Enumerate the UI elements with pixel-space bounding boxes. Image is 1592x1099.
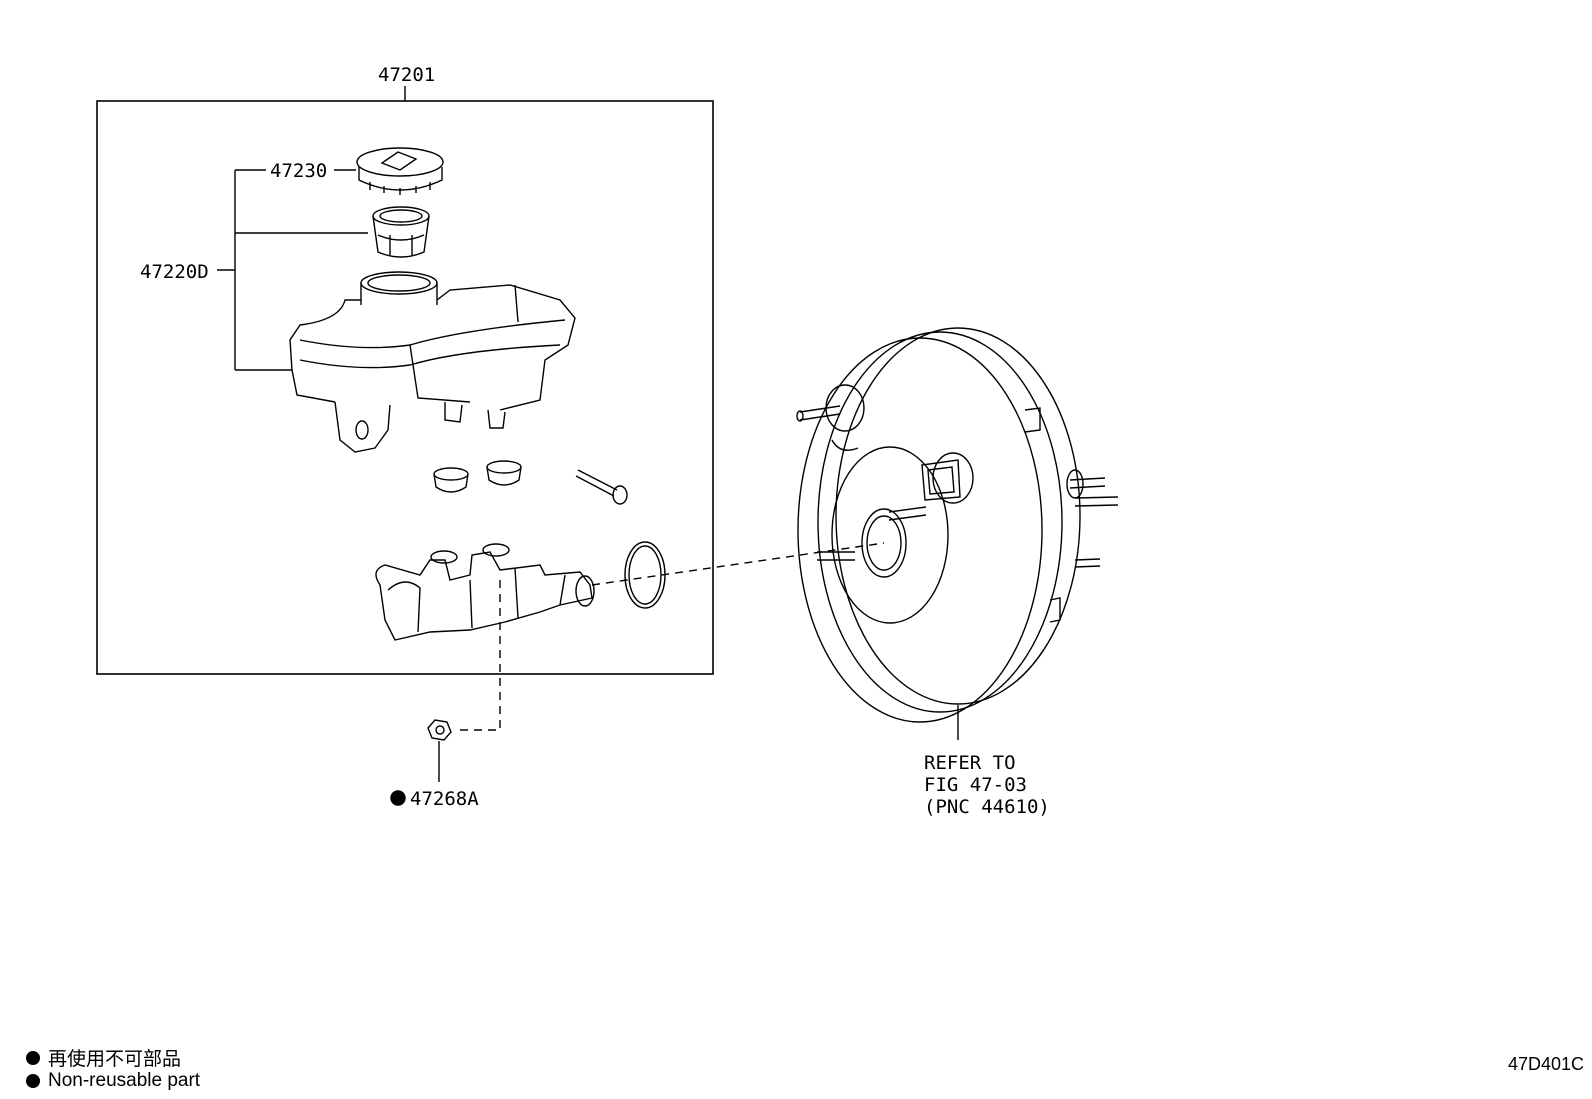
legend-en: Non-reusable part — [26, 1070, 200, 1092]
non-reusable-dot — [390, 790, 406, 806]
bullet-icon — [26, 1074, 40, 1088]
assembly-frame — [96, 100, 714, 675]
reservoir-tank-icon — [289, 271, 576, 453]
reservoir-cap-icon — [356, 147, 444, 195]
nut-icon — [427, 719, 452, 741]
label-47268A: 47268A — [410, 788, 479, 810]
o-ring-icon — [624, 541, 666, 609]
refer-text-line1: REFER TO — [924, 752, 1016, 774]
refer-text-line2: FIG 47-03 — [924, 774, 1027, 796]
label-47230: 47230 — [270, 160, 327, 182]
bullet-icon — [26, 1050, 40, 1065]
legend-en-text: Non-reusable part — [48, 1070, 201, 1091]
figure-code: 47D401C — [1507, 1054, 1584, 1074]
label-47201: 47201 — [378, 64, 435, 86]
pin-icon — [575, 469, 628, 505]
label-47220D: 47220D — [140, 261, 209, 283]
master-cylinder-icon — [375, 543, 595, 641]
refer-text-line3: (PNC 44610) — [924, 796, 1050, 818]
legend-jp: 再使用不可部品 — [26, 1044, 181, 1071]
strainer-icon — [372, 206, 430, 258]
grommet-icon — [433, 460, 522, 493]
brake-booster-icon — [796, 327, 1119, 723]
legend-jp-text: 再使用不可部品 — [48, 1049, 182, 1070]
